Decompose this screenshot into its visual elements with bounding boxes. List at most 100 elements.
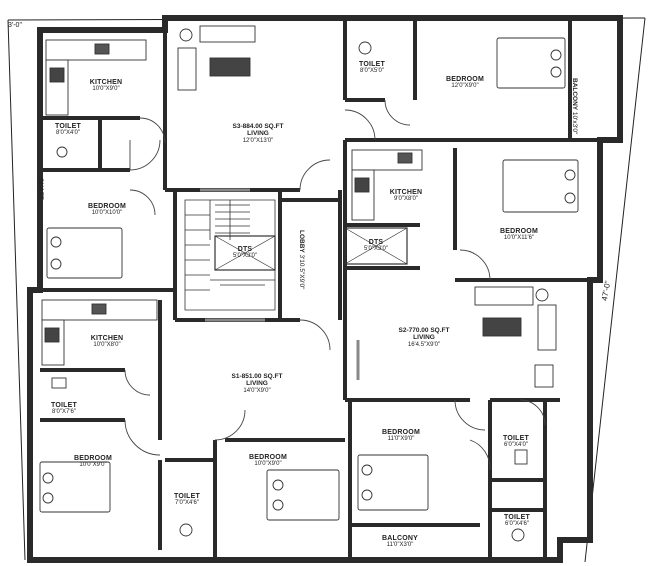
top-left-dimension: 3'-0" [8,22,22,29]
room-dimensions: 10'x3'0" [571,111,578,135]
room-name: TOILET [174,493,200,501]
tv-unit [482,317,522,337]
room-name: KITCHEN [389,189,423,197]
room-name: BEDROOM [249,454,287,462]
room-dimensions: 14'0"X9'0" [243,387,271,394]
toilet-fixture [535,288,549,302]
toilet-fixture [179,523,193,537]
room-name: LIVING [246,379,268,387]
dts-box [344,227,408,265]
door-swing [384,99,411,126]
toilet-fixture [56,146,68,158]
unit-area: S3-884.00 SQ.FT [232,123,284,131]
room-dimensions: 10'0"X9'0" [92,86,120,93]
door-swing [299,159,331,191]
room-dimensions: 10'0"X10'0" [91,210,123,217]
room-dimensions: 10'0"X9'0" [254,461,282,468]
room-dimensions: 8'0"X7'6" [52,409,76,416]
room-label-toilet-a: TOILET 8'0"X4'0" [55,123,81,137]
door-swing [344,109,376,141]
sofa [474,286,534,306]
room-label-toilet-d: TOILET 7'0"X4'6" [174,493,200,507]
door-swing [124,419,161,456]
bed [46,227,123,279]
room-label-balcony-a: BALCONY 10'x3'0" [571,78,578,134]
room-name: TOILET [504,514,530,522]
room-name: LIVING [413,333,435,341]
room-name: TOILET [51,402,77,410]
room-dimensions: 6'0"X4'6" [505,521,529,528]
room-name: TOILET [503,435,529,443]
room-name: KITCHEN [89,79,123,87]
dts-box [214,235,276,271]
site-boundary-right [584,17,646,563]
top-left-dimension-text: 3'-0" [8,22,22,29]
room-dimensions: 12'0"X9'0" [451,83,479,90]
room-dimensions: 6'0"X4'0" [504,442,528,449]
room-label-toilet-c: TOILET 8'0"X7'6" [51,402,77,416]
room-label-bedroom-d: BEDROOM 10'0"X9'0" [74,455,112,469]
dts-dimensions: 5'0"X3'0" [364,246,388,253]
room-name: BEDROOM [500,228,538,236]
dts-name: DTS [237,246,253,254]
door-swing [129,189,156,216]
sofa [537,304,557,351]
unit-area: S2-770.00 SQ.FT [398,327,450,335]
site-boundary-left [7,19,26,561]
room-name: BEDROOM [74,455,112,463]
room-label-balcony-b: BALCONY 11'0"X3'0" [382,535,418,549]
door-swing [299,319,331,351]
bed [496,37,566,89]
toilet-fixture [179,28,193,42]
bed [39,461,111,513]
room-dimensions: 11'0"X3'0" [386,542,414,549]
dts-dimensions: 5'0"X3'0" [233,253,257,260]
unit-area: S1-851.00 SQ.FT [231,373,283,381]
room-label-kitchen-c: KITCHEN 10'0"X8'0" [91,335,124,349]
dts-label-b: DTS 5'0"X3'0" [364,239,388,253]
room-dimensions: 10'0"X8'0" [93,342,121,349]
room-name: LIVING [247,129,269,137]
bed [357,454,429,511]
bed [502,159,579,213]
unit-label-s2: S2-770.00 SQ.FT LIVING 16'4.5"X9'0" [398,327,450,348]
lobby-name: LOBBY [298,230,305,253]
room-label-bedroom-a: BEDROOM 10'0"X10'0" [88,203,126,217]
room-name: BALCONY [381,535,419,543]
shaft-text: SHAFT [37,178,44,200]
room-name: BEDROOM [88,203,126,211]
room-dimensions: 16'4.5"X9'0" [407,341,441,348]
room-label-toilet-b: TOILET 8'0"X5'0" [359,61,385,75]
room-dimensions: 7'0"X4'6" [175,500,199,507]
room-name: BALCONY [571,78,578,111]
room-dimensions: 8'0"X5'0" [360,68,384,75]
room-label-bedroom-f: BEDROOM 11'0"X9'0" [382,429,420,443]
room-dimensions: 9'0"X8'0" [394,196,418,203]
room-label-kitchen-a: KITCHEN 10'0"X9'0" [90,79,123,93]
sofa [199,25,256,43]
room-label-toilet-f: TOILET 6'0"X4'6" [504,514,530,528]
room-dimensions: 10'0"X9'0" [79,462,107,469]
counter [41,319,65,366]
shaft-label: SHAFT [37,178,44,200]
dts-label-a: DTS 5'0"X3'0" [233,246,257,260]
unit-label-s1: S1-851.00 SQ.FT LIVING 14'0"X9'0" [231,373,283,394]
room-name: TOILET [359,61,385,69]
door-swing [469,439,491,471]
door-swing [214,409,246,441]
counter [351,169,375,221]
toilet-fixture [511,528,525,542]
dts-name: DTS [368,239,384,247]
tv-unit [209,57,251,77]
unit-label-s3: S3-884.00 SQ.FT LIVING 12'0"X13'0" [232,123,284,144]
sofa [177,47,197,91]
room-dimensions: 11'0"X9'0" [387,436,415,443]
bed [266,469,340,521]
door-swing [124,369,151,396]
lobby-dimensions: 3'10.5"X9'0" [298,254,305,290]
room-label-bedroom-c: BEDROOM 10'0"X11'6" [500,228,538,242]
room-name: BEDROOM [446,76,484,84]
door-swing [139,117,166,144]
room-label-kitchen-b: KITCHEN 9'0"X8'0" [390,189,423,203]
